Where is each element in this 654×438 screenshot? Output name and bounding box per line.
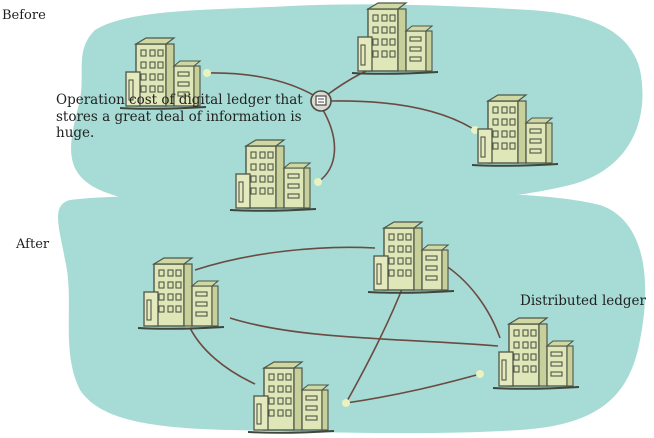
link-a-c (187, 323, 256, 385)
link-b-c (345, 283, 405, 404)
link-dot (471, 126, 479, 134)
link-b-d (439, 261, 501, 339)
after-heading: After (16, 237, 50, 252)
after-links (187, 246, 501, 404)
ledger-server-icon (310, 90, 332, 112)
cost-note: Operation cost of digital ledger that st… (56, 92, 303, 141)
link-dot (342, 399, 350, 407)
link-hub-left (206, 72, 321, 100)
link-a-d (229, 317, 499, 347)
link-hub-bottom (317, 109, 336, 183)
distributed-ledger-label: Distributed ledger (520, 293, 646, 309)
link-dot (314, 178, 322, 186)
before-heading: Before (2, 8, 46, 23)
link-dot (203, 69, 211, 77)
link-dot (476, 370, 484, 378)
link-hub-right (329, 100, 476, 131)
link-a-b (194, 246, 376, 271)
link-c-d (345, 373, 481, 404)
